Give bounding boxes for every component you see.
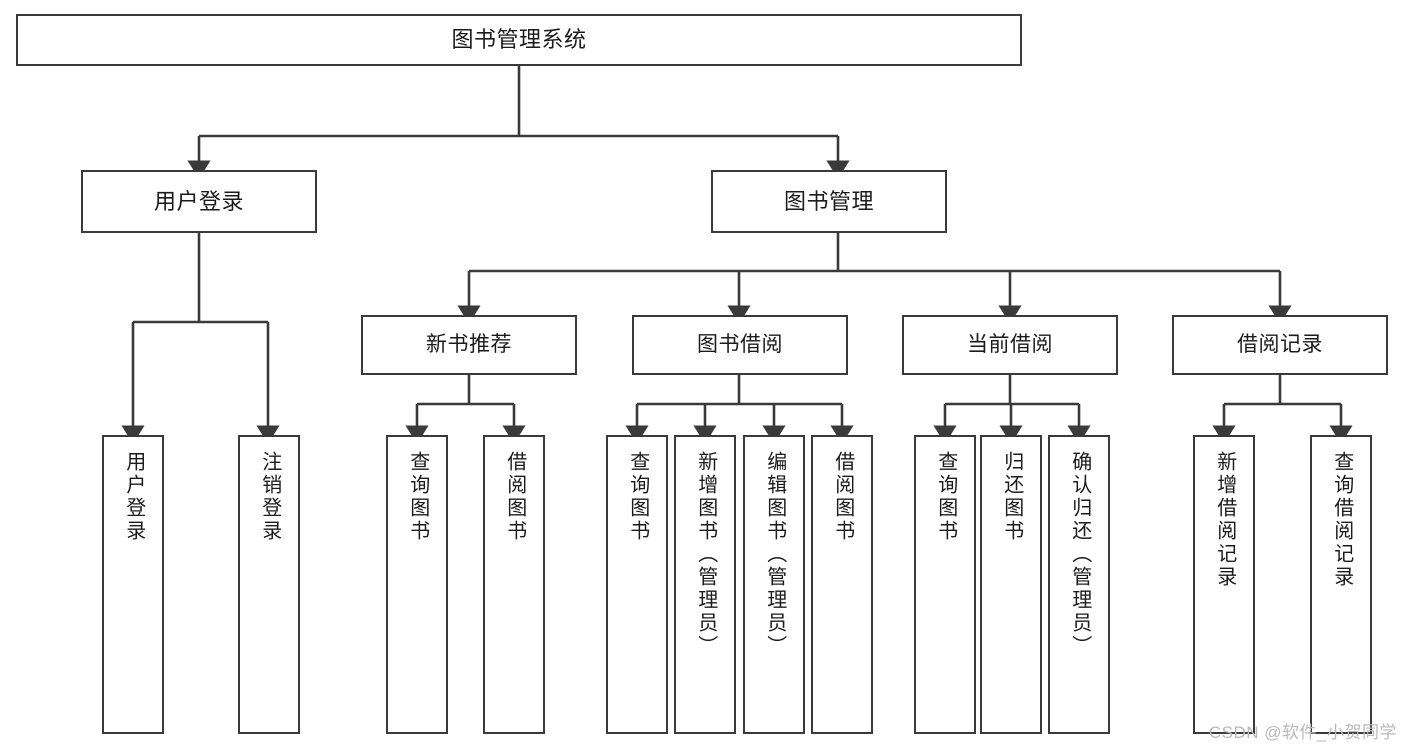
node-label: 新增借阅记录 (1213, 451, 1236, 589)
node-current-borrow[interactable]: 当前借阅 (902, 315, 1118, 375)
node-label: 用户登录 (122, 451, 145, 543)
leaf-query-borrow-record[interactable]: 查询借阅记录 (1310, 435, 1372, 734)
node-label: 图书借阅 (697, 332, 783, 356)
node-label: 确认归还（管理员） (1068, 451, 1091, 658)
leaf-return-book[interactable]: 归还图书 (980, 435, 1042, 734)
node-label: 查询借阅记录 (1330, 451, 1353, 589)
node-user-login[interactable]: 用户登录 (81, 170, 317, 233)
leaf-confirm-return-admin[interactable]: 确认归还（管理员） (1048, 435, 1110, 734)
node-label: 用户登录 (153, 188, 244, 214)
leaf-borrow-book[interactable]: 借阅图书 (811, 435, 873, 734)
node-label: 图书管理系统 (451, 27, 587, 53)
node-label: 注销登录 (258, 451, 281, 543)
node-label: 新增图书（管理员） (694, 451, 717, 658)
node-label: 借阅图书 (503, 451, 526, 543)
node-book-borrow[interactable]: 图书借阅 (632, 315, 848, 375)
leaf-add-book-admin[interactable]: 新增图书（管理员） (674, 435, 736, 734)
node-label: 编辑图书（管理员） (763, 451, 786, 658)
node-label: 查询图书 (934, 451, 957, 543)
node-borrow-record[interactable]: 借阅记录 (1172, 315, 1388, 375)
node-label: 查询图书 (406, 451, 429, 543)
leaf-query-book-borrow[interactable]: 查询图书 (606, 435, 668, 734)
leaf-query-book-current[interactable]: 查询图书 (914, 435, 976, 734)
node-label: 借阅图书 (831, 451, 854, 543)
leaf-edit-book-admin[interactable]: 编辑图书（管理员） (743, 435, 805, 734)
leaf-user-login[interactable]: 用户登录 (102, 435, 164, 734)
node-label: 查询图书 (626, 451, 649, 543)
node-label: 新书推荐 (426, 332, 512, 356)
node-new-book-recommend[interactable]: 新书推荐 (361, 315, 577, 375)
leaf-add-borrow-record[interactable]: 新增借阅记录 (1193, 435, 1255, 734)
node-book-management[interactable]: 图书管理 (711, 170, 947, 233)
node-label: 借阅记录 (1237, 332, 1323, 356)
leaf-query-book-recommend[interactable]: 查询图书 (386, 435, 448, 734)
leaf-borrow-book-recommend[interactable]: 借阅图书 (483, 435, 545, 734)
csdn-watermark: CSDN @软件_小贺同学 (1208, 723, 1397, 742)
node-label: 当前借阅 (967, 332, 1053, 356)
leaf-logout[interactable]: 注销登录 (238, 435, 300, 734)
node-root-book-management-system[interactable]: 图书管理系统 (16, 14, 1022, 66)
node-label: 归还图书 (1000, 451, 1023, 543)
node-label: 图书管理 (783, 188, 874, 214)
